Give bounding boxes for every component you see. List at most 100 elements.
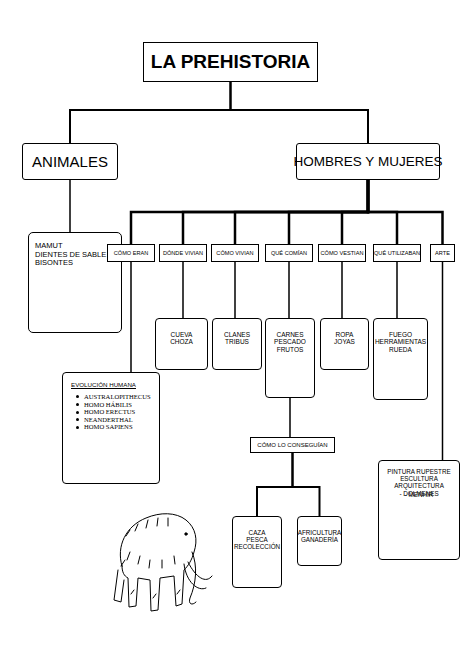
- connector-line: [235, 180, 368, 244]
- connector-line: [289, 180, 368, 244]
- title-box: LA PREHISTORIA: [143, 42, 318, 82]
- node-text: MAMUT: [35, 242, 63, 251]
- connector: [131, 180, 368, 244]
- connector-line: [368, 180, 443, 244]
- node-text: PINTURA RUPESTRE: [387, 468, 450, 475]
- connector: [397, 262, 398, 318]
- node-text: CAZA: [249, 529, 266, 536]
- detail-box: FUEGOHERRAMIENTASRUEDA: [373, 318, 428, 400]
- bullet-dot: [76, 403, 79, 406]
- category-box: QUÉ UTILIZABAN: [373, 244, 421, 262]
- connector: [289, 180, 368, 244]
- connector: [183, 262, 184, 318]
- node-text: PESCA: [246, 536, 267, 543]
- connector-line: [289, 398, 291, 437]
- evolution-heading: EVOLUCIÓN HUMANA: [71, 381, 136, 388]
- evolution-box: EVOLUCIÓN HUMANA AUSTRALOPITHECUSHOMO HÁB…: [62, 372, 160, 484]
- bullet-dot: [76, 418, 79, 421]
- node-text: CUEVA: [171, 331, 193, 338]
- species-name: HOMO ERECTUS: [84, 408, 135, 416]
- node-text: FRUTOS: [277, 346, 304, 353]
- node-text: ROPA: [336, 331, 354, 338]
- connector: [368, 180, 397, 244]
- connector: [293, 453, 320, 516]
- list-item: HOMO SAPIENS: [76, 423, 133, 431]
- detail-box: CLANESTRIBUS: [212, 318, 262, 370]
- node-text: CÓMO ERAN: [114, 250, 149, 256]
- mammoth-eye: [185, 533, 187, 535]
- connector-line: [131, 180, 368, 244]
- category-box: CÓMO ERAN: [107, 244, 155, 262]
- node-text: CHOZA: [170, 338, 193, 345]
- node-text: PESCADO: [274, 338, 306, 345]
- node-text: CÓMO VESTIAN: [321, 250, 364, 256]
- node-text: CARNES: [276, 331, 303, 338]
- node-text: QUÉ UTILIZABAN: [374, 250, 420, 256]
- connector-line: [234, 262, 236, 318]
- connector: [342, 262, 343, 318]
- connector: [235, 180, 368, 244]
- node-text: HOMBRES Y MUJERES: [294, 154, 443, 170]
- node-text: HERRAMIENTAS: [375, 338, 426, 345]
- connector-line: [69, 180, 71, 232]
- method-box: AFRICULTURAGANADERÍA: [297, 516, 342, 566]
- list-item: NEANDERTHAL: [76, 416, 133, 424]
- mammoth-tusk: [188, 562, 212, 580]
- mammoth-tusk: [184, 564, 206, 589]
- connector: [70, 180, 71, 232]
- category-box: DÓNDE VIVIAN: [159, 244, 207, 262]
- connector: [342, 180, 368, 244]
- connector: [235, 262, 236, 318]
- node-text: CÓMO VIVIAN: [216, 250, 253, 256]
- node-text: CÓMO LO CONSEGUÍAN: [257, 442, 327, 449]
- connector-line: [130, 262, 132, 372]
- connector: [289, 262, 290, 318]
- art-box: PINTURA RUPESTREESCULTURAARQUITECTURA- D…: [378, 460, 460, 560]
- species-name: HOMO SAPIENS: [84, 423, 133, 431]
- connector-line: [257, 453, 293, 516]
- node-text: FUEGO: [389, 331, 412, 338]
- connector: [131, 262, 132, 372]
- connector: [257, 453, 293, 516]
- list-item: HOMO HÁBILIS: [76, 401, 132, 409]
- node-text: RECOLECCIÓN: [234, 543, 280, 550]
- category-box: QUÉ COMÍAN: [265, 244, 313, 262]
- connector: [442, 262, 443, 460]
- node-text: ARQUITECTURA: [394, 482, 444, 489]
- mammoth-body: [120, 514, 196, 611]
- connector: [368, 180, 443, 244]
- category-box: ARTE: [430, 244, 455, 262]
- detail-box: CUEVACHOZA: [155, 318, 208, 370]
- connector: [290, 398, 291, 437]
- method-box: CAZAPESCARECOLECCIÓN: [232, 516, 282, 588]
- node-text: DÓNDE VIVIAN: [163, 250, 203, 256]
- connector-line: [70, 82, 231, 143]
- connector: [183, 180, 368, 244]
- connector-line: [293, 453, 320, 516]
- node-text: LA PREHISTORIA: [151, 51, 310, 73]
- connector-line: [231, 82, 369, 143]
- node-text: AFRICULTURA: [298, 529, 342, 536]
- species-name: HOMO HÁBILIS: [84, 401, 132, 409]
- category-box: CÓMO VIVIAN: [211, 244, 259, 262]
- node-text: QUÉ COMÍAN: [271, 250, 307, 256]
- connector-line: [368, 180, 397, 244]
- category-box: CÓMO VESTIAN: [318, 244, 366, 262]
- node-text: DIENTES DE SABLE: [35, 251, 106, 260]
- list-item: AUSTRALOPITHECUS: [76, 393, 151, 401]
- bullet-dot: [76, 411, 79, 414]
- connector-line: [341, 262, 343, 318]
- branch-box: HOMBRES Y MUJERES: [296, 143, 440, 180]
- node-text: ANIMALES: [32, 153, 108, 170]
- node-text: - MENHIR: [405, 491, 434, 498]
- species-name: NEANDERTHAL: [84, 416, 133, 424]
- mammoth-hind-leg: [114, 570, 124, 602]
- mammoth-fur: [121, 518, 180, 598]
- connector-line: [442, 262, 444, 460]
- list-item: HOMO ERECTUS: [76, 408, 135, 416]
- node-text: ARTE: [435, 250, 450, 256]
- bullet-dot: [76, 395, 79, 398]
- node-text: TRIBUS: [225, 338, 249, 345]
- detail-box: CARNESPESCADOFRUTOS: [265, 318, 315, 398]
